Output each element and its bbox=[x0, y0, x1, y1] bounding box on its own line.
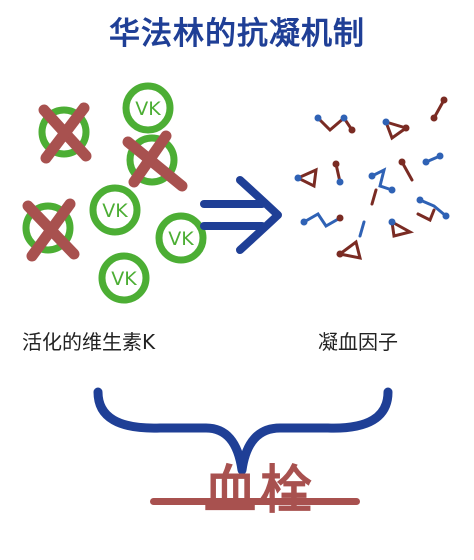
page-title: 华法林的抗凝机制 bbox=[109, 16, 365, 52]
vitamin-k-active-4: VK bbox=[98, 252, 150, 304]
vitamin-k-crossed-1 bbox=[38, 102, 92, 164]
clotting-factors bbox=[294, 96, 450, 260]
curly-brace-icon bbox=[93, 387, 393, 475]
vitamin-k-crossed-3 bbox=[22, 198, 80, 262]
vitamin-k-crossed-2 bbox=[122, 130, 188, 192]
vitamin-k-active-3: VK bbox=[155, 212, 207, 264]
vk-label: VK bbox=[102, 200, 128, 222]
activated-vitamin-k-label: 活化的维生素K bbox=[22, 330, 156, 354]
vk-label: VK bbox=[135, 98, 161, 120]
vitamin-k-active-2: VK bbox=[89, 184, 141, 236]
double-arrow-icon bbox=[200, 176, 282, 254]
clotting-factor-label: 凝血因子 bbox=[318, 330, 398, 354]
thrombus-label: 血栓 bbox=[203, 461, 316, 521]
vk-label: VK bbox=[168, 228, 194, 250]
strikethrough-line bbox=[150, 498, 360, 505]
vk-label: VK bbox=[111, 268, 137, 290]
vitamin-k-active-1: VK bbox=[122, 82, 174, 134]
